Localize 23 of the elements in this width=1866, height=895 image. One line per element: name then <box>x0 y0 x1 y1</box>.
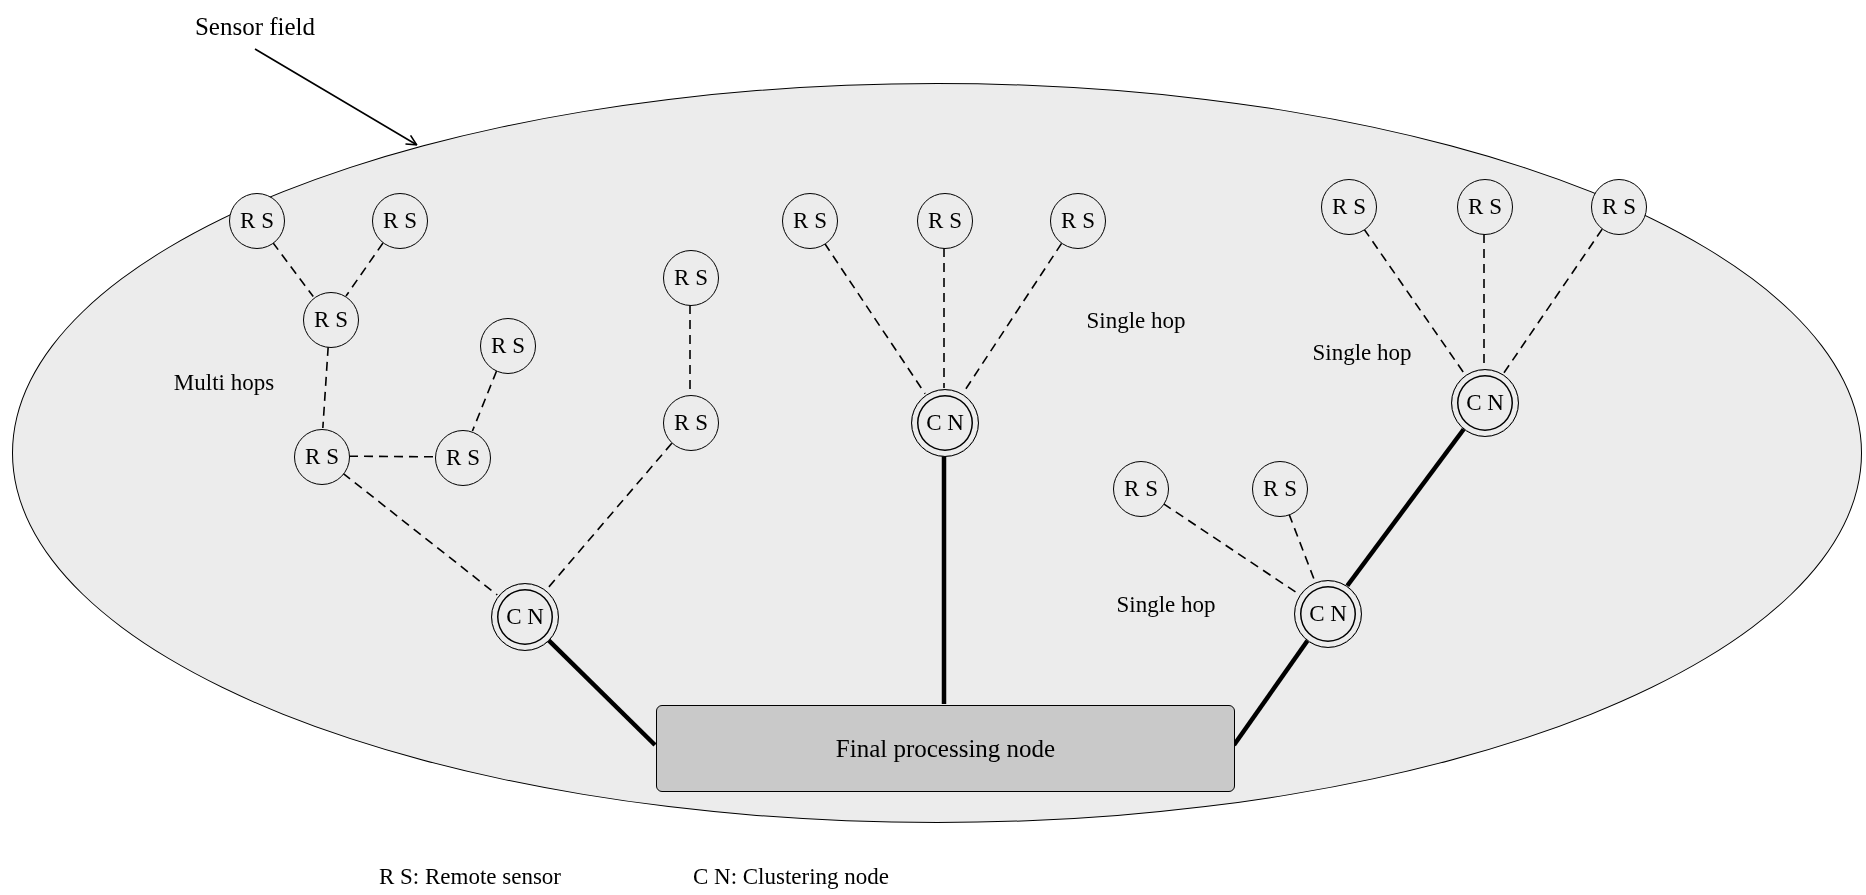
thick-line <box>1232 639 1310 747</box>
thick-line <box>1345 427 1466 588</box>
legend-text: R S: Remote sensor <box>378 862 562 891</box>
dashed-line <box>342 472 499 596</box>
hop-label: Multi hops <box>173 368 275 397</box>
hop-label: Single hop <box>1116 590 1216 619</box>
legend-text: C N: Clustering node <box>692 862 890 891</box>
dashed-line <box>823 242 926 395</box>
dashed-line <box>345 242 384 297</box>
thick-line <box>941 456 947 704</box>
dashed-line <box>1502 228 1603 375</box>
dashed-line <box>943 247 945 389</box>
dashed-line <box>471 370 498 432</box>
leader-arrow <box>254 48 418 146</box>
dashed-line <box>1363 228 1466 375</box>
processing-box: Final processing node <box>656 705 1235 792</box>
field-label: Sensor field <box>180 9 330 43</box>
thick-line <box>546 638 657 747</box>
hop-label: Single hop <box>1312 338 1412 367</box>
dashed-line <box>322 346 329 429</box>
dashed-line <box>348 455 435 458</box>
dashed-line <box>271 241 315 298</box>
hop-label: Single hop <box>1086 306 1186 335</box>
